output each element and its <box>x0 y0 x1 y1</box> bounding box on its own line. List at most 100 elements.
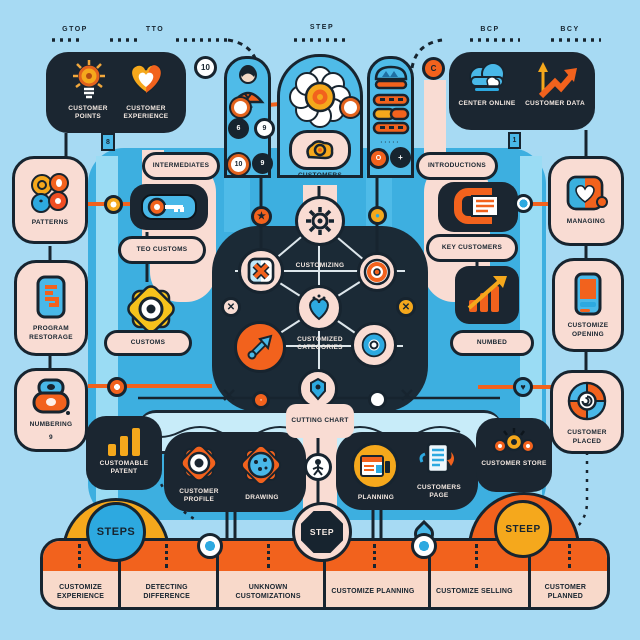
arrow-circle <box>234 321 286 373</box>
right-box-label: CUSTOMER PLACED <box>567 429 607 445</box>
left-box-patterns: PATTERNS <box>12 156 88 244</box>
badge-10b: 10 <box>228 154 249 175</box>
left-box-label: PROGRAM RESTORAGE <box>29 325 73 341</box>
top-right-box-label-2: CUSTOMER DATA <box>525 100 585 107</box>
pill-numbed: NUMBED <box>450 330 534 356</box>
connector-tab-left: 8 <box>101 133 115 151</box>
pill-key-customers: KEY CUSTOMERS <box>426 234 518 262</box>
circle-cluster-icon <box>27 172 73 214</box>
right-box-opening: CUSTOMIZE OPENING <box>552 258 624 352</box>
left-box-label: PATTERNS <box>31 219 69 227</box>
trend-arrow-icon <box>533 58 579 100</box>
phone-icon <box>573 271 603 317</box>
cutting-chart-label: CUTTING CHART <box>286 404 354 438</box>
running-person-icon <box>312 459 324 476</box>
sun-ring-icon <box>176 440 222 486</box>
right-box-placed: CUSTOMER PLACED <box>550 370 624 454</box>
left-box-sublabel: 9 <box>49 434 53 441</box>
step-circle-center: STEP <box>292 502 352 562</box>
flower-node-right <box>341 98 360 117</box>
target-icon <box>363 258 391 286</box>
target-circle <box>357 252 397 292</box>
banner-divider <box>528 541 531 607</box>
left-box-label: NUMBERING <box>29 420 73 428</box>
strip-pink-topright <box>424 80 446 160</box>
ring-node-right <box>514 194 533 213</box>
banner-dotted-mark <box>568 544 571 568</box>
flower-node-left <box>231 98 250 117</box>
burger-stack-icon <box>372 63 410 93</box>
banner-cell: DETECTING DIFFERENCE <box>143 583 191 600</box>
top-left-box-label-1: CUSTOMER POINTS <box>68 105 108 121</box>
step-shield: STEP <box>301 511 343 553</box>
step-shield-text: STEP <box>309 527 335 537</box>
badge-9b: 9 <box>252 153 273 174</box>
top-left-box-label-2: CUSTOMER EXPERIENCE <box>123 105 169 121</box>
phone-icon <box>35 274 67 320</box>
x-badge-pink: ✕ <box>221 297 241 317</box>
bottom-box-label-2: CUSTOMER PROFILE <box>179 488 219 504</box>
bottom-box-label-6: CUSTOMER STORE <box>481 460 547 467</box>
customers-blob <box>289 130 351 170</box>
growth-chart-icon <box>463 272 511 316</box>
key-icon <box>140 192 198 222</box>
customers-label: CUSTOMERS <box>297 172 343 179</box>
figure-node <box>304 453 332 481</box>
dot-node-yellow: ● <box>368 206 387 225</box>
banner-cell: UNKNOWN CUSTOMIZATIONS <box>235 583 301 600</box>
tick-marks: ····· <box>380 140 401 146</box>
banner-dotted-mark <box>165 544 168 568</box>
banner-ring-left <box>197 533 223 559</box>
blue-ring-icon <box>359 330 389 360</box>
x-circle <box>238 248 284 294</box>
right-box-managing: MANAGING <box>548 156 624 246</box>
bottom-box-label-4: PLANNING <box>357 494 395 501</box>
starburst-icon <box>236 440 286 490</box>
banner-dotted-mark <box>267 544 270 568</box>
left-box-numbering: NUMBERING 9 <box>14 368 88 452</box>
step-circle-left: STEPS <box>86 502 146 562</box>
heart-pin-circle <box>296 285 342 331</box>
badge-u: C <box>422 57 445 80</box>
top-left-box <box>46 52 186 133</box>
lightbulb-icon <box>71 58 107 100</box>
step-circle-right: STEEP <box>494 500 552 558</box>
banner-divider <box>216 541 219 607</box>
bottom-box-label-3: DRAWING <box>245 494 279 501</box>
ring-node-orange <box>107 377 127 397</box>
donut-spiral-icon <box>564 378 610 424</box>
badge-circle <box>298 369 338 409</box>
banner-cell: CUSTOMER PLANNED <box>544 583 587 600</box>
pill-introductions: INTRODUCTIONS <box>416 152 498 180</box>
connector-tab-right: 1 <box>508 132 521 149</box>
banner-divider <box>428 541 431 607</box>
top-label-bcp: BCP <box>480 26 500 33</box>
top-label-tto: TTO <box>145 26 165 33</box>
customizing-label: CUSTOMIZING <box>295 262 345 269</box>
gear-circle <box>295 196 345 246</box>
strip-col-left-ext <box>224 170 250 232</box>
x-badge-yellow: ✕ <box>396 297 416 317</box>
badge-10: 10 <box>194 56 217 79</box>
banner-ring-right <box>411 533 437 559</box>
right-box-label: CUSTOMIZE OPENING <box>567 322 609 338</box>
flower-gear-icon <box>287 63 353 133</box>
banner-cell: CUSTOMIZE EXPERIENCE <box>57 583 105 600</box>
gear-outline-icon <box>305 206 335 236</box>
bar-chart-icon <box>104 424 144 458</box>
badge-9a: 9 <box>254 118 275 139</box>
pill-intermediates: INTERMEDIATES <box>142 152 220 180</box>
banner-dotted-mark <box>78 544 81 568</box>
banner-divider <box>118 541 121 607</box>
banner-dotted-mark <box>475 544 478 568</box>
heart-node-blue: ♥ <box>513 377 533 397</box>
gear-yellow-icon <box>122 280 180 338</box>
arrow-up-right-icon <box>244 331 276 363</box>
banner-divider <box>323 541 326 607</box>
badge-6: 6 <box>228 118 249 139</box>
top-right-box-label-1: CENTER ONLINE <box>458 100 516 107</box>
bottom-box-label-1: CUSTOMABLE PATENT <box>99 460 149 476</box>
pill-teo-customs: TEO CUSTOMS <box>118 236 206 264</box>
shield-badge-icon <box>307 377 329 401</box>
